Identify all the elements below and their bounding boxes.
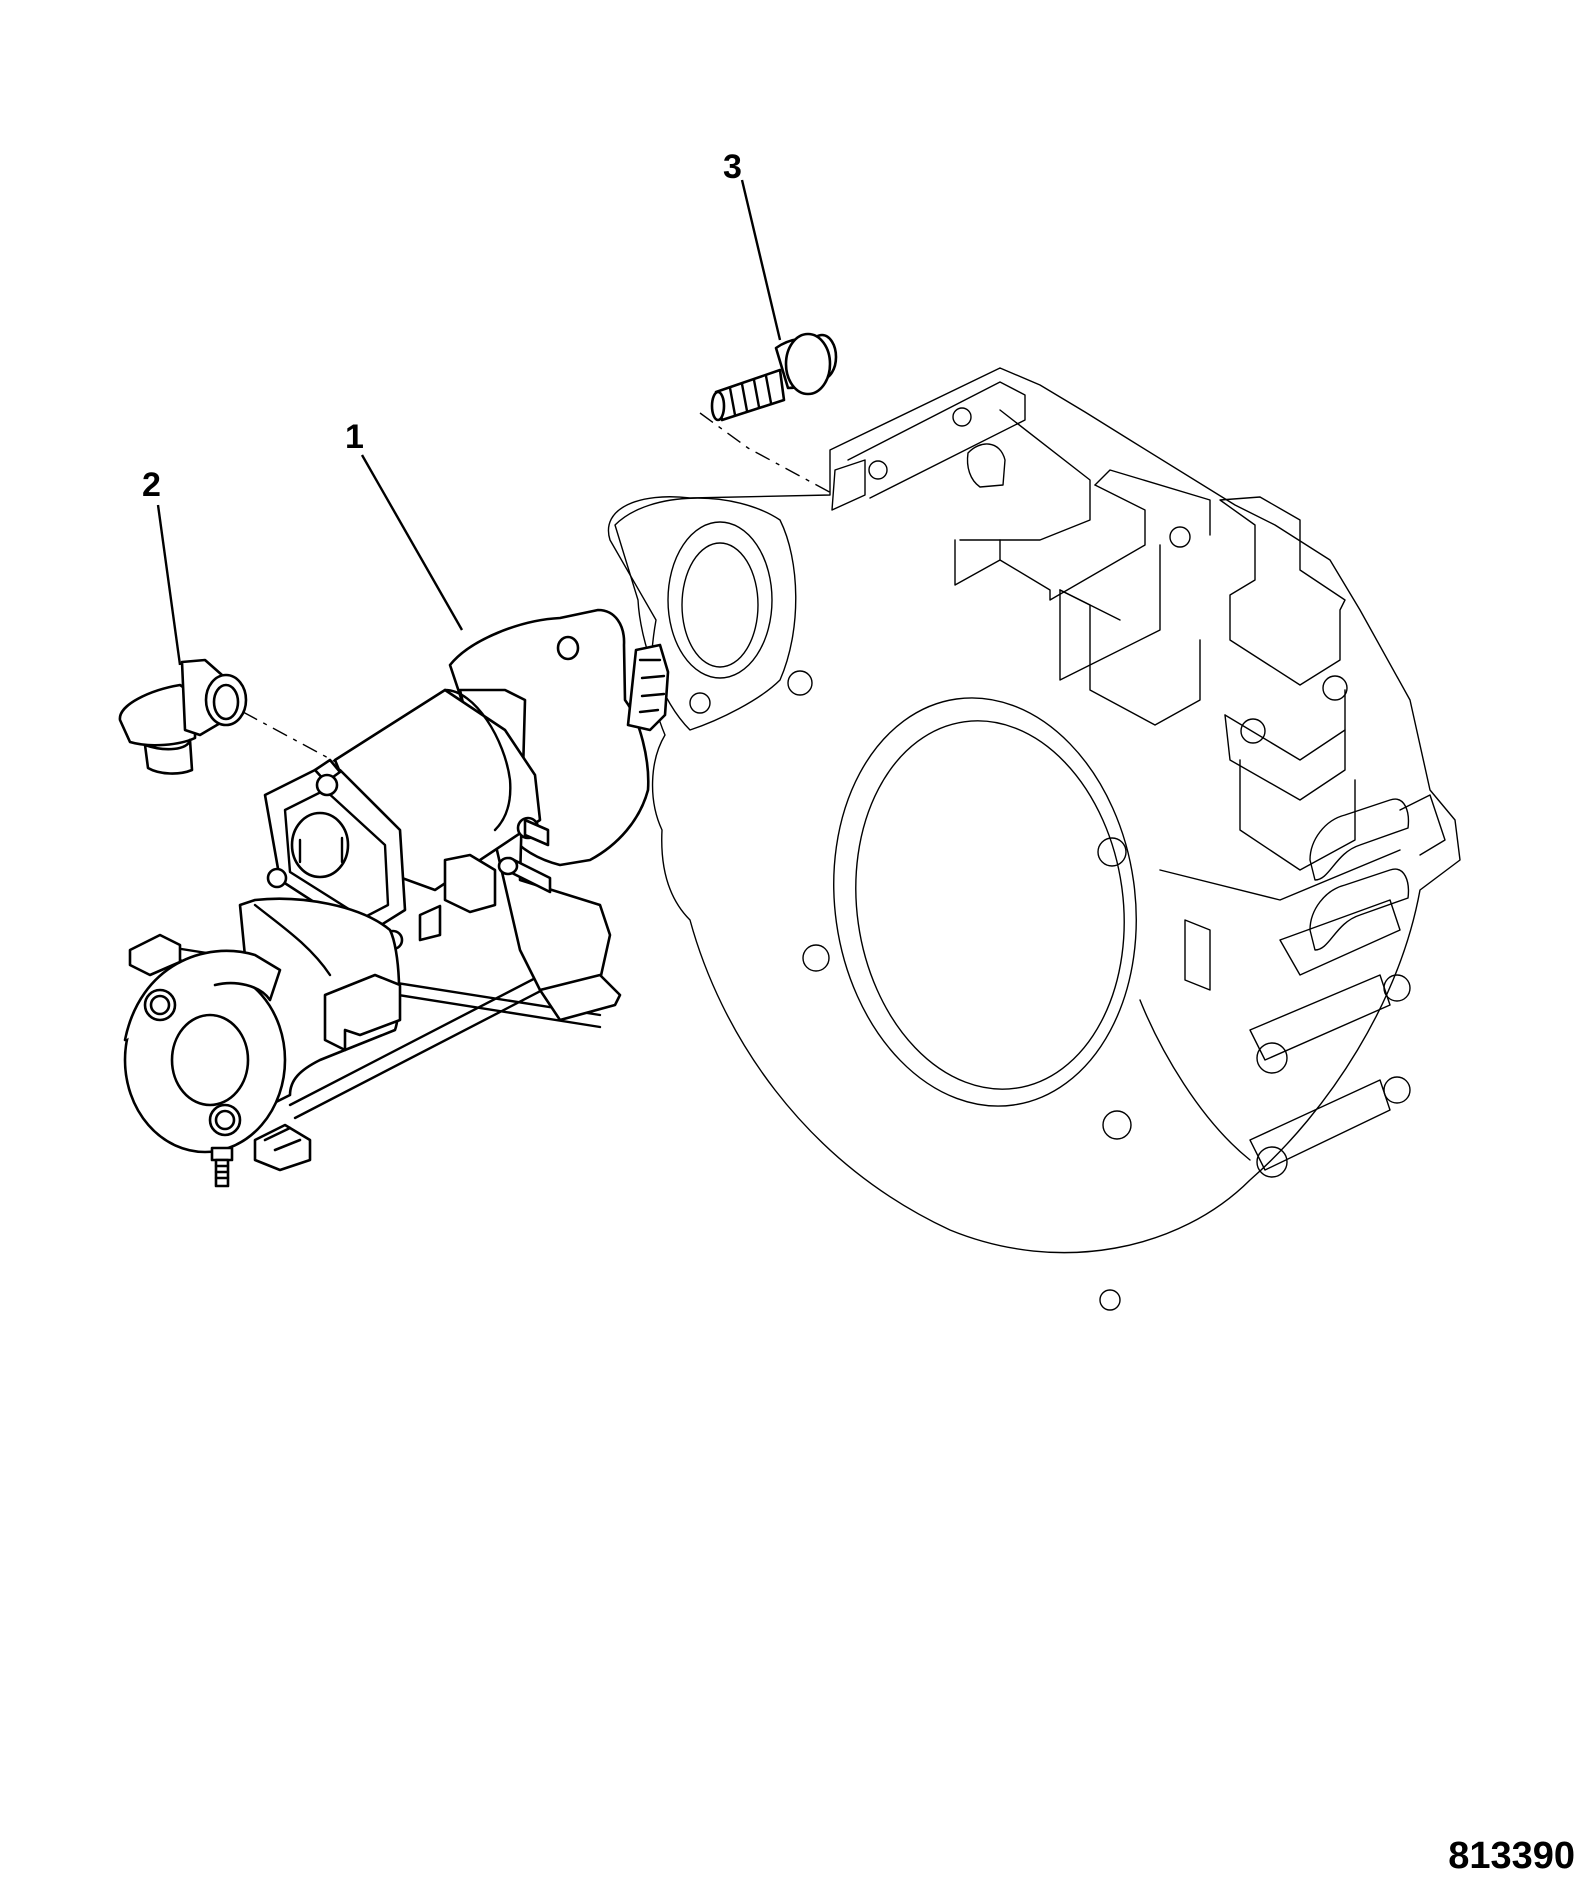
callout-1: 1 xyxy=(345,418,364,456)
callout-2: 2 xyxy=(142,466,161,504)
leader-lines xyxy=(156,179,782,666)
alignment-lines xyxy=(242,412,836,768)
figure-number: 813390 xyxy=(1448,1835,1575,1877)
flywheel-housing xyxy=(607,367,1461,1311)
callout-labels: 1 2 3 xyxy=(142,148,742,504)
callout-3: 3 xyxy=(723,148,742,186)
flange-bolt xyxy=(710,332,838,422)
elbow-connector xyxy=(118,658,248,775)
starter-motor xyxy=(123,608,670,1188)
